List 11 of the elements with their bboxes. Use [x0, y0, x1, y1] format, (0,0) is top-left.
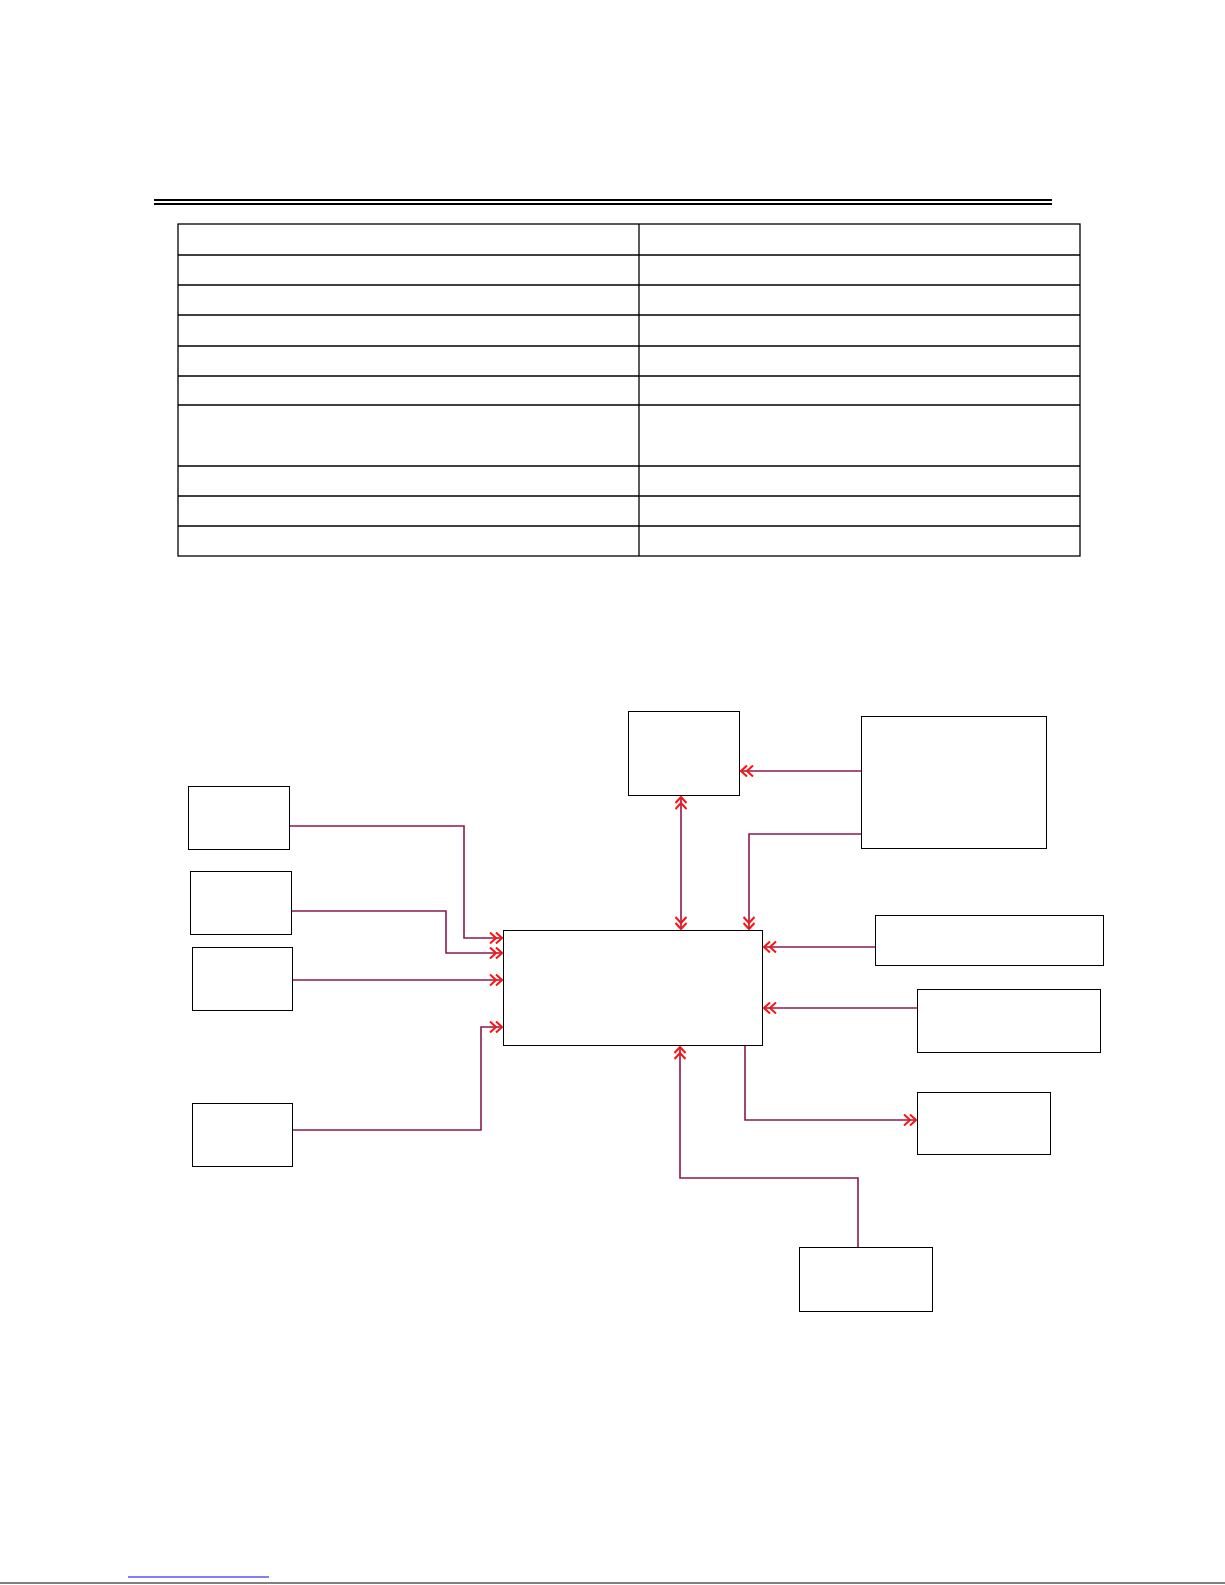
empty-box — [188, 786, 290, 850]
empty-box — [503, 930, 763, 1046]
empty-box — [628, 711, 740, 796]
empty-box — [917, 989, 1101, 1053]
empty-box — [190, 871, 292, 935]
empty-box — [861, 716, 1047, 849]
empty-box — [799, 1247, 933, 1312]
empty-box — [192, 947, 293, 1011]
empty-box — [875, 915, 1104, 966]
empty-box — [192, 1103, 293, 1167]
empty-box — [917, 1092, 1051, 1155]
